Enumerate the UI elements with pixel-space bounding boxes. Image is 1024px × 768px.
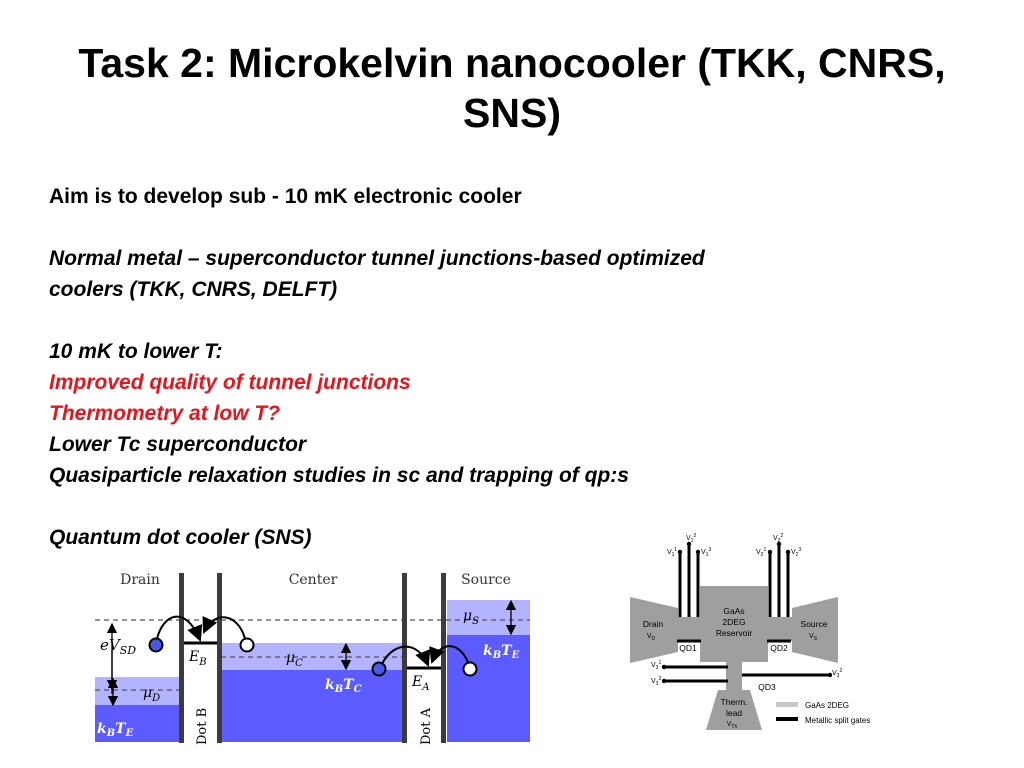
legend-gates-label: Metallic split gates (805, 716, 870, 725)
lower-t-heading: 10 mK to lower T: (49, 340, 223, 363)
dot-a-label: Dot A (419, 707, 434, 745)
slide-title-line-1: Task 2: Microkelvin nanocooler (TKK, CNR… (78, 40, 946, 86)
reservoir-2deg (700, 586, 768, 662)
tunnel-arrow-source-to-dota (429, 645, 471, 669)
drain-region-label: Drain (120, 572, 160, 588)
drain-voltage-label: VD (647, 633, 656, 642)
reservoir-label-2: 2DEG (722, 617, 745, 627)
therm-lead-label-1: Therm. (721, 697, 748, 707)
energy-band-diagram: Drain Center Source eVSD μS μC μD (95, 572, 530, 745)
barrier-center-dota (402, 573, 407, 743)
qd2-label: QD2 (770, 643, 788, 653)
legend-2deg-label: GaAs 2DEG (805, 701, 849, 710)
ev-sd-label: eVSD (100, 636, 136, 657)
drain-label: Drain (643, 619, 664, 629)
slide-body: Aim is to develop sub - 10 mK electronic… (49, 181, 909, 553)
therm-lead-label-2: lead (726, 708, 742, 718)
drain-2deg (630, 597, 678, 663)
legend-2deg-swatch (776, 702, 798, 707)
slide-title: Task 2: Microkelvin nanocooler (TKK, CNR… (0, 38, 1024, 138)
reservoir-label-3: Reservoir (716, 628, 753, 638)
center-electron (371, 661, 387, 677)
item-thermometry: Thermometry at low T? (49, 402, 281, 425)
e-a-label: EA (411, 674, 429, 693)
v3-1-label: V31 (651, 660, 661, 671)
aim-text: Aim is to develop sub - 10 mK electronic… (49, 185, 522, 208)
source-voltage-label: VS (809, 633, 818, 642)
source-region-label: Source (461, 572, 511, 588)
device-schematic: V12 V11 V13 V22 V21 V23 V31 V33 V32 Drai… (630, 533, 870, 730)
barrier-drain-dotb (179, 573, 184, 743)
source-label: Source (801, 619, 828, 629)
v2-2-label: V22 (773, 533, 783, 544)
qd3-label: QD3 (758, 682, 776, 692)
item-tunnel-junctions: Improved quality of tunnel junctions (49, 371, 411, 394)
drain-thermal-band (95, 677, 180, 705)
item-lower-tc: Lower Tc superconductor (49, 433, 307, 456)
mu-c-label: μC (286, 650, 303, 669)
qd3-channel (726, 662, 742, 690)
v2-1-label: V21 (756, 547, 766, 558)
slide-title-line-2: SNS) (463, 90, 561, 136)
drain-electron (148, 637, 164, 653)
source-hole (462, 661, 478, 677)
therm-lead-2deg (706, 690, 762, 730)
mu-s-label: μS (463, 608, 479, 627)
tunnel-arrow-center-to-dota (379, 645, 431, 669)
drain-filled-states (95, 705, 180, 742)
kbt-e-drain-label: kBTE (97, 721, 134, 739)
qd1-label: QD1 (679, 643, 697, 653)
reservoir-label-1: GaAs (723, 606, 744, 616)
nis-cooler-line-1: Normal metal – superconductor tunnel jun… (49, 247, 705, 270)
nis-cooler-line-2: coolers (TKK, CNRS, DELFT) (49, 278, 338, 301)
dot-b-label: Dot B (195, 708, 210, 745)
tunnel-arrow-center-to-dotb (202, 615, 247, 644)
source-thermal-band (447, 600, 530, 635)
source-filled-states (447, 635, 530, 742)
v1-3-label: V13 (701, 547, 711, 558)
v1-1-label: V11 (667, 547, 677, 558)
legend-gates-swatch (776, 717, 798, 721)
barrier-dotb-center (217, 573, 222, 743)
e-b-label: EB (188, 649, 207, 668)
center-hole (239, 637, 255, 653)
v3-2-label: V32 (832, 668, 842, 679)
qd2-channel (768, 617, 792, 641)
kbt-c-label: kBTC (325, 677, 362, 695)
center-filled-states (221, 670, 404, 742)
v2-3-label: V23 (791, 547, 801, 558)
v3-3-label: V33 (651, 676, 661, 687)
qd1-channel (678, 617, 700, 641)
barrier-dota-source (441, 573, 446, 743)
quantum-dot-heading: Quantum dot cooler (SNS) (49, 526, 312, 549)
kbt-e-source-label: kBTE (483, 643, 520, 661)
therm-voltage-label: VTh (727, 721, 738, 730)
v1-2-label: V12 (686, 533, 696, 544)
tunnel-arrow-drain-to-dotb (155, 615, 203, 644)
item-quasiparticle: Quasiparticle relaxation studies in sc a… (49, 464, 629, 487)
mu-d-label: μD (143, 685, 160, 704)
source-2deg (792, 597, 838, 663)
center-region-label: Center (289, 572, 338, 588)
